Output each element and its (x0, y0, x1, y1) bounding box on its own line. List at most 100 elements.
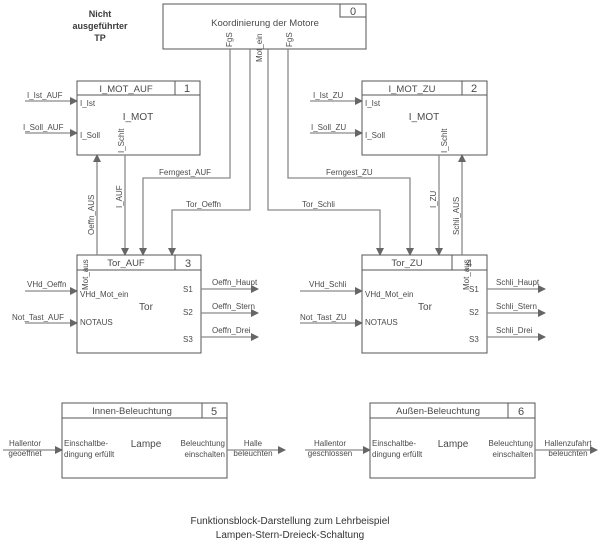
signal-labels: Oeffn_AUS I_AUF Ferngest_AUF Tor_Oeffn T… (87, 168, 461, 235)
block-3-s1: S1 (183, 285, 193, 294)
block-4-tor-zu: Tor_ZU 4 Tor Mot_aus VHd_Mot_ein NOTAUS … (300, 254, 540, 354)
ext-i-soll-auf: I_Soll_AUF (23, 123, 64, 132)
block-3-center: Tor (139, 302, 154, 313)
block-0-out-mot-ein: Mot_ein (255, 34, 264, 62)
label-tor-schli: Tor_Schli (302, 200, 335, 209)
note-line-3: TP (94, 33, 106, 43)
block-1-number: 1 (184, 83, 190, 95)
not-implemented-note: Nicht ausgeführter TP (72, 9, 128, 43)
block-4-in-notaus: NOTAUS (365, 318, 398, 327)
ext-i-ist-zu: I_Ist_ZU (313, 91, 343, 100)
ext-i-ist-auf: I_Ist_AUF (27, 91, 63, 100)
ext-oeffn-stern: Oeffn_Stern (212, 302, 255, 311)
block-0-out-fgs-left: FgS (225, 32, 234, 47)
block-2-center: I_MOT (409, 112, 440, 123)
block-4-s2: S2 (469, 308, 479, 317)
block-1-i-mot-auf: I_MOT_AUF 1 I_MOT I_Ist I_Soll I_Schlt I… (23, 80, 201, 156)
block-3-in-vhd: VHd_Mot_ein (80, 290, 128, 299)
block-6-in-1: Einschaltbe- (372, 439, 416, 448)
block-1-in-soll: I_Soll (80, 131, 100, 140)
block-4-in-mot-aus: Mot_aus (462, 259, 471, 290)
ext-not-tast-zu: Not_Tast_ZU (300, 313, 347, 322)
ext-oeffn-drei: Oeffn_Drei (212, 326, 251, 335)
connection-wires (3, 49, 598, 454)
ext-oeffn-haupt: Oeffn_Haupt (212, 278, 258, 287)
block-3-in-notaus: NOTAUS (80, 318, 113, 327)
block-6-out-2: einschalten (493, 450, 533, 459)
block-3-title: Tor_AUF (107, 258, 145, 269)
ext-hallenzufahrt-beleuchten-1: Hallenzufahrt (544, 439, 592, 448)
caption-line-2: Lampen-Stern-Dreieck-Schaltung (216, 530, 364, 541)
block-5-number: 5 (211, 406, 217, 418)
ext-vhd-oeffn: VHd_Oeffn (27, 280, 66, 289)
block-6-number: 6 (518, 406, 524, 418)
block-5-innen-beleuchtung: Innen-Beleuchtung 5 Lampe Einschaltbe- d… (8, 402, 273, 479)
ext-schli-drei: Schli_Drei (496, 326, 533, 335)
block-6-title: Außen-Beleuchtung (396, 406, 480, 417)
block-3-number: 3 (185, 258, 191, 270)
block-4-center: Tor (418, 302, 433, 313)
block-4-s1: S1 (469, 285, 479, 294)
block-6-center: Lampe (438, 439, 469, 450)
ext-not-tast-auf: Not_Tast_AUF (12, 313, 64, 322)
ext-hallentor-geschlossen-1: Hallentor (314, 439, 346, 448)
block-1-out-schlt: I_Schlt (117, 128, 126, 153)
block-0-number: 0 (350, 6, 356, 18)
ext-i-soll-zu: I_Soll_ZU (311, 123, 346, 132)
block-0-title: Koordinierung der Motore (211, 18, 319, 29)
block-4-title: Tor_ZU (391, 258, 422, 269)
wire-tor-schli (267, 49, 384, 256)
block-3-in-mot-aus: Mot_aus (81, 259, 90, 290)
ext-schli-stern: Schli_Stern (496, 302, 537, 311)
block-5-center: Lampe (131, 439, 162, 450)
block-2-i-mot-zu: I_MOT_ZU 2 I_MOT I_Ist I_Soll I_Schlt I_… (311, 80, 488, 156)
ext-vhd-schli: VHd_Schli (309, 280, 347, 289)
block-4-number: 4 (466, 258, 472, 270)
block-1-title: I_MOT_AUF (99, 84, 153, 95)
block-3-s3: S3 (183, 335, 193, 344)
block-0-out-fgs-right: FgS (285, 32, 294, 47)
label-tor-oeffn: Tor_Oeffn (186, 200, 221, 209)
wire-ferngest-zu (287, 49, 414, 256)
block-0-koordinierung: 0 Koordinierung der Motore FgS Mot_ein F… (162, 3, 367, 62)
block-5-in-2: dingung erfüllt (64, 450, 115, 459)
ext-halle-beleuchten-1: Halle (244, 439, 263, 448)
block-4-in-vhd: VHd_Mot_ein (365, 290, 413, 299)
ext-hallentor-geschlossen-2: geschlossen (308, 449, 352, 458)
label-oeffn-aus: Oeffn_AUS (87, 195, 96, 235)
label-i-auf: I_AUF (115, 185, 124, 208)
block-1-center: I_MOT (123, 112, 154, 123)
block-2-in-ist: I_Ist (365, 99, 381, 108)
block-6-aussen-beleuchtung: Außen-Beleuchtung 6 Lampe Einschaltbe- d… (308, 402, 592, 479)
ext-halle-beleuchten-2: beleuchten (233, 449, 272, 458)
label-ferngest-auf: Ferngest_AUF (159, 168, 211, 177)
wire-ferngest-auf (139, 49, 231, 256)
label-i-zu: I_ZU (429, 190, 438, 208)
ext-schli-haupt: Schli_Haupt (496, 278, 540, 287)
block-5-out-2: einschalten (185, 450, 225, 459)
block-2-out-schlt: I_Schlt (440, 128, 449, 153)
block-4-s3: S3 (469, 335, 479, 344)
block-3-s2: S2 (183, 308, 193, 317)
block-6-in-2: dingung erfüllt (372, 450, 423, 459)
wire-tor-oeffn (168, 49, 251, 256)
caption: Funktionsblock-Darstellung zum Lehrbeisp… (191, 516, 390, 541)
block-5-title: Innen-Beleuchtung (92, 406, 172, 417)
block-5-out-1: Beleuchtung (181, 439, 225, 448)
label-schli-aus: Schli_AUS (452, 197, 461, 235)
ext-hallentor-geoeffnet-2: geoeffnet (8, 449, 42, 458)
block-5-in-1: Einschaltbe- (64, 439, 108, 448)
block-3-tor-auf: Tor_AUF 3 Tor Mot_aus VHd_Mot_ein NOTAUS… (12, 254, 258, 354)
caption-line-1: Funktionsblock-Darstellung zum Lehrbeisp… (191, 516, 390, 527)
note-line-2: ausgeführter (72, 21, 128, 31)
note-line-1: Nicht (89, 9, 112, 19)
block-2-in-soll: I_Soll (365, 131, 385, 140)
ext-hallentor-geoeffnet-1: Hallentor (9, 439, 41, 448)
block-1-in-ist: I_Ist (80, 99, 96, 108)
block-2-title: I_MOT_ZU (389, 84, 436, 95)
block-6-out-1: Beleuchtung (489, 439, 533, 448)
block-2-number: 2 (471, 83, 477, 95)
label-ferngest-zu: Ferngest_ZU (326, 168, 373, 177)
